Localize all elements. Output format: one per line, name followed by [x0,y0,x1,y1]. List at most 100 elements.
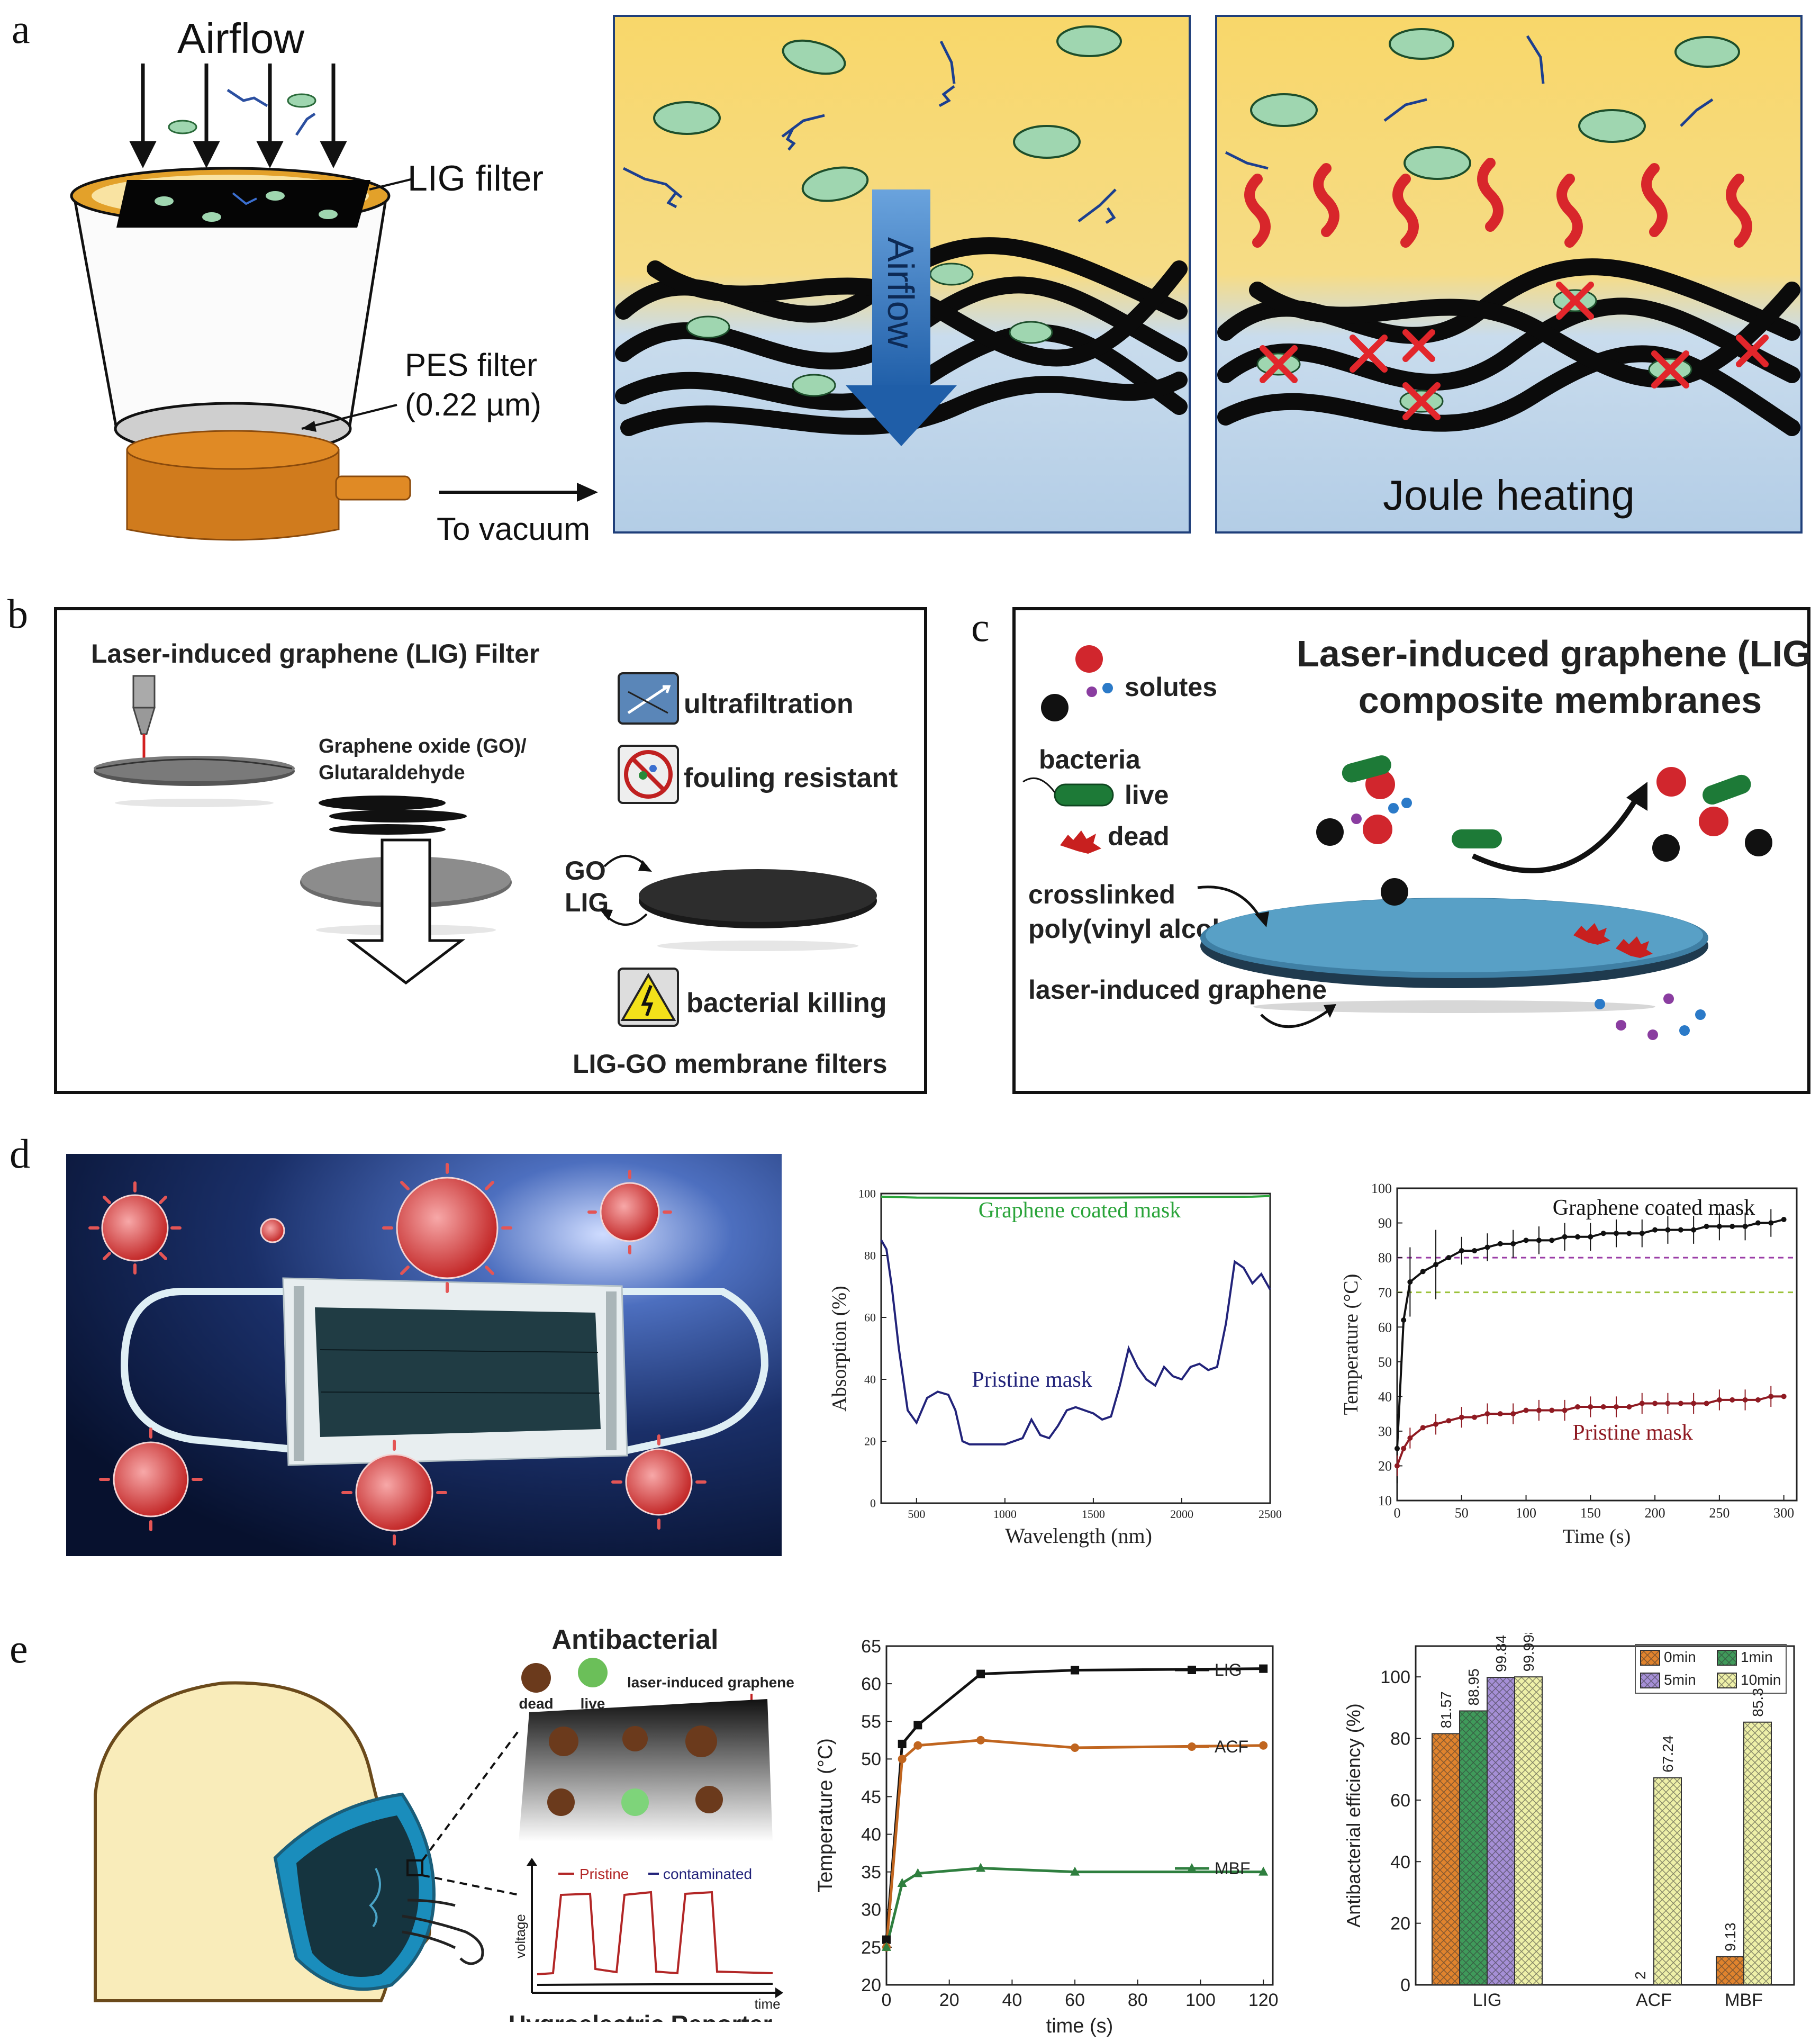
legend-label-2: MBF [1215,1859,1251,1878]
pristine-label: Pristine [579,1866,629,1882]
go-label-line2: Glutaraldehyde [319,762,465,784]
data-point [882,1941,891,1951]
y-axis-label: Temperature (°C) [1340,1274,1362,1415]
data-point [976,1863,986,1872]
bar-hatch [1744,1722,1771,1985]
panel-d-letter: d [10,1131,30,1177]
series-label-pristine: Pristine mask [972,1368,1092,1392]
bar-value-label: 99.998 [1520,1633,1537,1671]
panel-a-airflow-scene: Airflow [613,15,1191,534]
data-point [1536,1407,1542,1413]
series-label-graphene: Graphene coated mask [979,1198,1181,1223]
legend-hatch [1641,1650,1660,1665]
panel-a-funnel: Airflow LIG filter PES filter (0.22 µm) … [70,15,598,545]
pes-filter-size: (0.22 µm) [405,387,541,422]
data-point [1704,1401,1709,1406]
y-tick-label: 0 [1400,1975,1410,1995]
y-tick-label: 40 [1378,1389,1392,1404]
bar-value-label: 99.84 [1493,1635,1509,1672]
data-point [1716,1224,1722,1230]
data-point [976,1736,985,1745]
data-point [1433,1262,1439,1268]
data-point [1071,1743,1080,1752]
data-point [1626,1231,1632,1236]
data-point [1768,1220,1774,1226]
data-point [1588,1404,1593,1409]
data-point [1395,1445,1400,1451]
data-point [1446,1255,1452,1261]
data-point [1523,1237,1529,1243]
bacteria-label: bacteria [1039,745,1141,774]
bar-hatch [1487,1677,1515,1985]
y-tick-label: 50 [1378,1354,1392,1370]
x-tick-label: 2000 [1170,1507,1193,1521]
data-point [897,1878,907,1887]
data-point [1258,1866,1269,1876]
data-point [1614,1404,1619,1409]
x-tick-label: 500 [908,1507,925,1521]
data-point [1665,1227,1671,1233]
x-tick-label: ACF [1636,1990,1672,2010]
data-point [1401,1317,1407,1323]
data-point [1497,1411,1503,1417]
legend-hatch [1717,1673,1736,1688]
panel-b-box: Laser-induced graphene (LIG) Filter Grap… [54,607,927,1094]
x-tick-label: 60 [1065,1990,1085,2010]
data-point [1549,1237,1555,1243]
data-point [1730,1397,1735,1403]
bar-value-label: 67.24 [1660,1736,1676,1773]
data-point [1600,1231,1606,1236]
x-tick-label: LIG [1473,1990,1502,2010]
y-tick-label: 50 [861,1749,881,1769]
legend-box [1635,1644,1787,1694]
pes-filter-label: PES filter [405,347,537,383]
data-point [1742,1397,1748,1403]
data-point [1652,1227,1658,1233]
bar-value-label: 88.95 [1465,1668,1482,1705]
data-point [1768,1394,1774,1399]
data-point [1755,1397,1761,1403]
panel-c-title-2: composite membranes [1359,680,1762,721]
x-tick-label: 150 [1580,1505,1601,1521]
data-point [1755,1220,1761,1226]
solutes-label: solutes [1125,672,1217,702]
y-tick-label: 60 [1390,1791,1410,1811]
panel-c-letter: c [971,604,990,650]
data-point [1070,1866,1080,1876]
data-point [1510,1411,1516,1417]
data-point [1742,1224,1748,1230]
bar-hatch [1654,1777,1681,1985]
y-tick-label: 0 [870,1497,876,1510]
contaminated-label: contaminated [663,1866,752,1882]
series-line-1 [880,1239,1271,1445]
bar-hatch [1460,1711,1487,1985]
y-tick-label: 90 [1378,1216,1392,1231]
y-axis-label: Antibacterial efficiency (%) [1343,1703,1364,1928]
y-tick-label: 100 [1380,1667,1410,1687]
data-point [898,1739,907,1748]
data-point [1614,1231,1619,1236]
legend-label-2: 5min [1664,1671,1696,1688]
data-point [1588,1234,1593,1240]
bar-hatch [1432,1733,1460,1985]
data-point [1484,1244,1490,1250]
bar-hatch [1716,1956,1744,1985]
panel-e-letter: e [10,1625,28,1671]
y-tick-label: 80 [1378,1250,1392,1266]
x-tick-label: 50 [1455,1505,1469,1521]
bar-hatch [1515,1677,1542,1985]
y-tick-label: 65 [861,1637,881,1657]
feature-fouling: fouling resistant [684,763,898,793]
y-axis-label: Temperature (°C) [814,1738,837,1893]
x-tick-label: 1500 [1082,1507,1105,1521]
legend-label-0: 0min [1664,1649,1696,1665]
legend-label-0: LIG [1215,1660,1242,1679]
y-tick-label: 60 [1378,1320,1392,1335]
data-point [1562,1407,1568,1413]
feature-bacterial-killing: bacterial killing [686,988,887,1018]
data-point [1781,1394,1787,1399]
data-point [1433,1421,1439,1427]
x-tick-label: 20 [939,1990,959,2010]
data-point [1401,1445,1407,1451]
